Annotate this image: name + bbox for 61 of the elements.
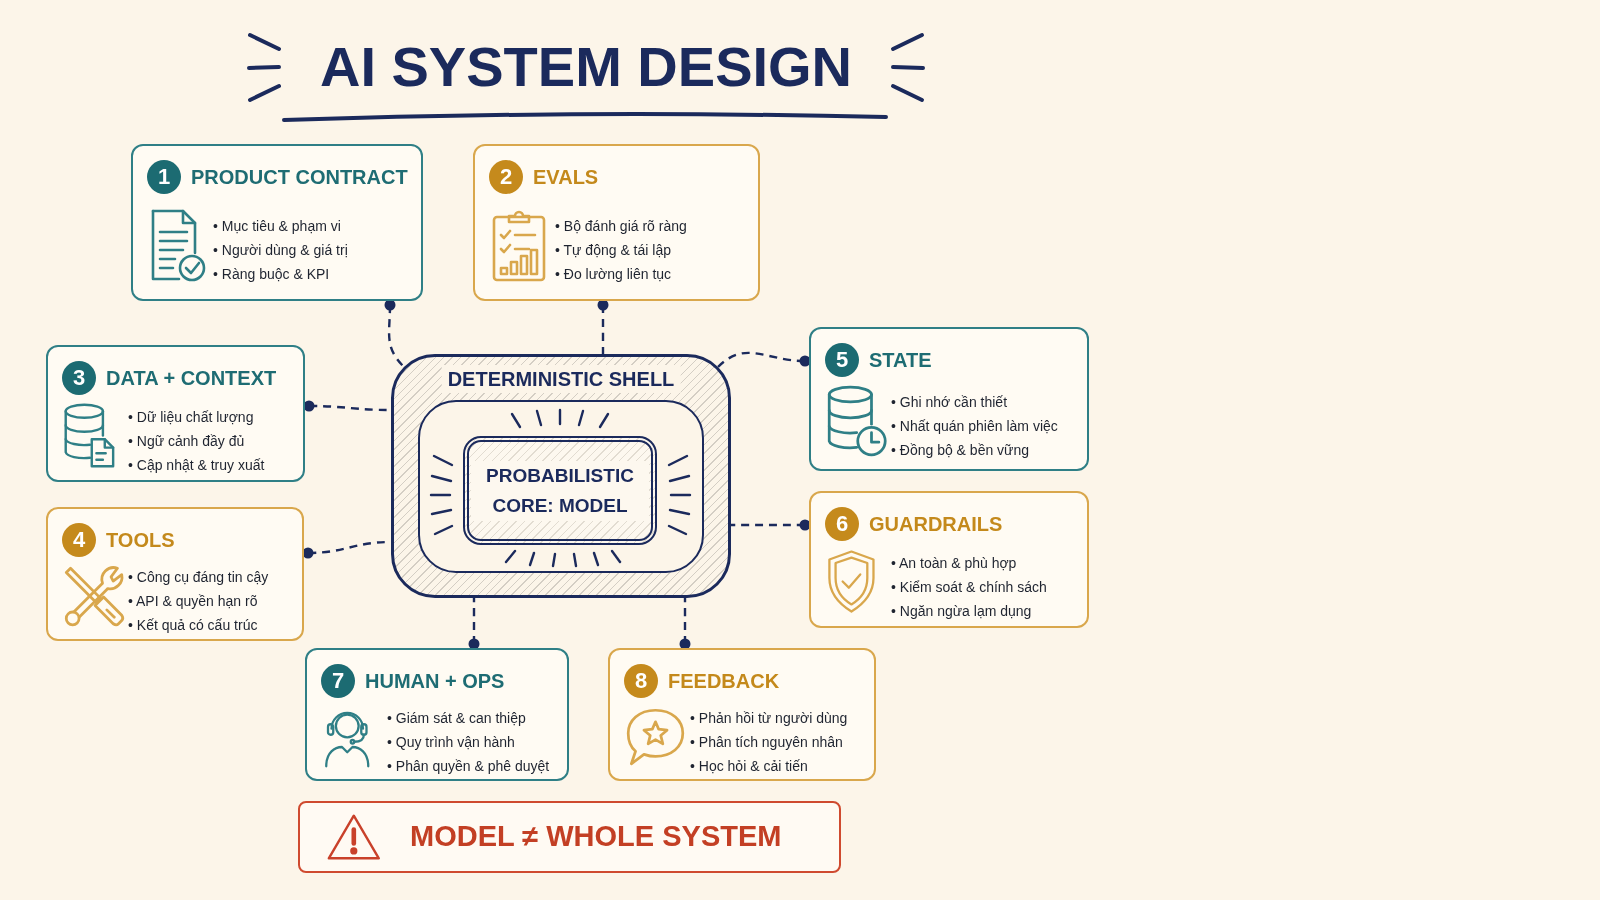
core-panel bbox=[463, 436, 657, 545]
bullet-item: • Người dùng & giá trị bbox=[213, 241, 348, 260]
card-heading: TOOLS bbox=[106, 528, 175, 553]
bullet-item: • Đo lường liên tục bbox=[555, 265, 673, 284]
step-number: 4 bbox=[62, 523, 96, 557]
bullet-item: • Phân tích nguyên nhân bbox=[690, 733, 844, 752]
bullet-item: • Ràng buộc & KPI bbox=[213, 265, 331, 284]
card-heading: FEEDBACK bbox=[668, 669, 780, 694]
bullet-item: • Bộ đánh giá rõ ràng bbox=[555, 217, 687, 236]
step-number: 2 bbox=[489, 160, 523, 194]
bullet-item: • Đồng bộ & bền vững bbox=[891, 441, 1031, 460]
bullet-item: • Tự động & tái lập bbox=[555, 241, 672, 260]
bullet-item: • Kết quả có cấu trúc bbox=[128, 616, 259, 635]
card-heading: HUMAN + OPS bbox=[365, 669, 505, 694]
info-card bbox=[305, 648, 569, 781]
step-number: 6 bbox=[825, 507, 859, 541]
step-number: 1 bbox=[147, 160, 181, 194]
card-heading: EVALS bbox=[533, 165, 599, 190]
connector bbox=[717, 351, 811, 368]
bullet-item: • Giám sát & can thiệp bbox=[387, 709, 527, 728]
info-card bbox=[473, 144, 760, 301]
shell-heading: DETERMINISTIC SHELL bbox=[441, 365, 681, 393]
connector bbox=[679, 598, 691, 650]
connector bbox=[597, 299, 609, 354]
warning-banner bbox=[298, 801, 841, 873]
shell-frame bbox=[391, 354, 731, 598]
info-card bbox=[131, 144, 423, 301]
bullet-item: • Dữ liệu chất lượng bbox=[128, 408, 255, 427]
core-label: PROBABILISTIC CORE: MODEL bbox=[471, 460, 649, 521]
bullet-item: • Ngữ cảnh đầy đủ bbox=[128, 432, 246, 451]
connector bbox=[384, 299, 405, 368]
info-card bbox=[46, 345, 305, 482]
step-number: 7 bbox=[321, 664, 355, 698]
step-number: 8 bbox=[624, 664, 658, 698]
connector bbox=[731, 519, 811, 531]
bullet-item: • Phân quyền & phê duyệt bbox=[387, 757, 550, 776]
bullet-item: • Ngăn ngừa lạm dụng bbox=[891, 602, 1033, 621]
card-heading: STATE bbox=[869, 348, 932, 373]
info-card bbox=[809, 491, 1089, 628]
info-card bbox=[608, 648, 876, 781]
step-number: 5 bbox=[825, 343, 859, 377]
bullet-item: • API & quyền hạn rõ bbox=[128, 592, 259, 611]
step-number: 3 bbox=[62, 361, 96, 395]
info-card bbox=[809, 327, 1089, 471]
diagram-title: AI SYSTEM DESIGN bbox=[319, 34, 853, 100]
bullet-item: • Quy trình vận hành bbox=[387, 733, 516, 752]
card-heading: PRODUCT CONTRACT bbox=[191, 165, 408, 190]
bullet-item: • Kiểm soát & chính sách bbox=[891, 578, 1047, 597]
info-card bbox=[46, 507, 304, 641]
bullet-item: • Học hỏi & cải tiến bbox=[690, 757, 809, 776]
card-heading: GUARDRAILS bbox=[869, 512, 1003, 537]
bullet-item: • An toàn & phù hợp bbox=[891, 554, 1018, 573]
bullet-item: • Phản hồi từ người dùng bbox=[690, 709, 848, 728]
bullet-item: • Cập nhật & truy xuất bbox=[128, 456, 265, 475]
bullet-item: • Ghi nhớ cần thiết bbox=[891, 393, 1009, 412]
bullet-item: • Công cụ đáng tin cậy bbox=[128, 568, 269, 587]
connector bbox=[468, 598, 480, 650]
card-heading: DATA + CONTEXT bbox=[106, 366, 277, 391]
bullet-item: • Mục tiêu & phạm vi bbox=[213, 217, 342, 236]
bullet-item: • Nhất quán phiên làm việc bbox=[891, 417, 1058, 436]
banner-text: MODEL ≠ WHOLE SYSTEM bbox=[410, 819, 782, 854]
